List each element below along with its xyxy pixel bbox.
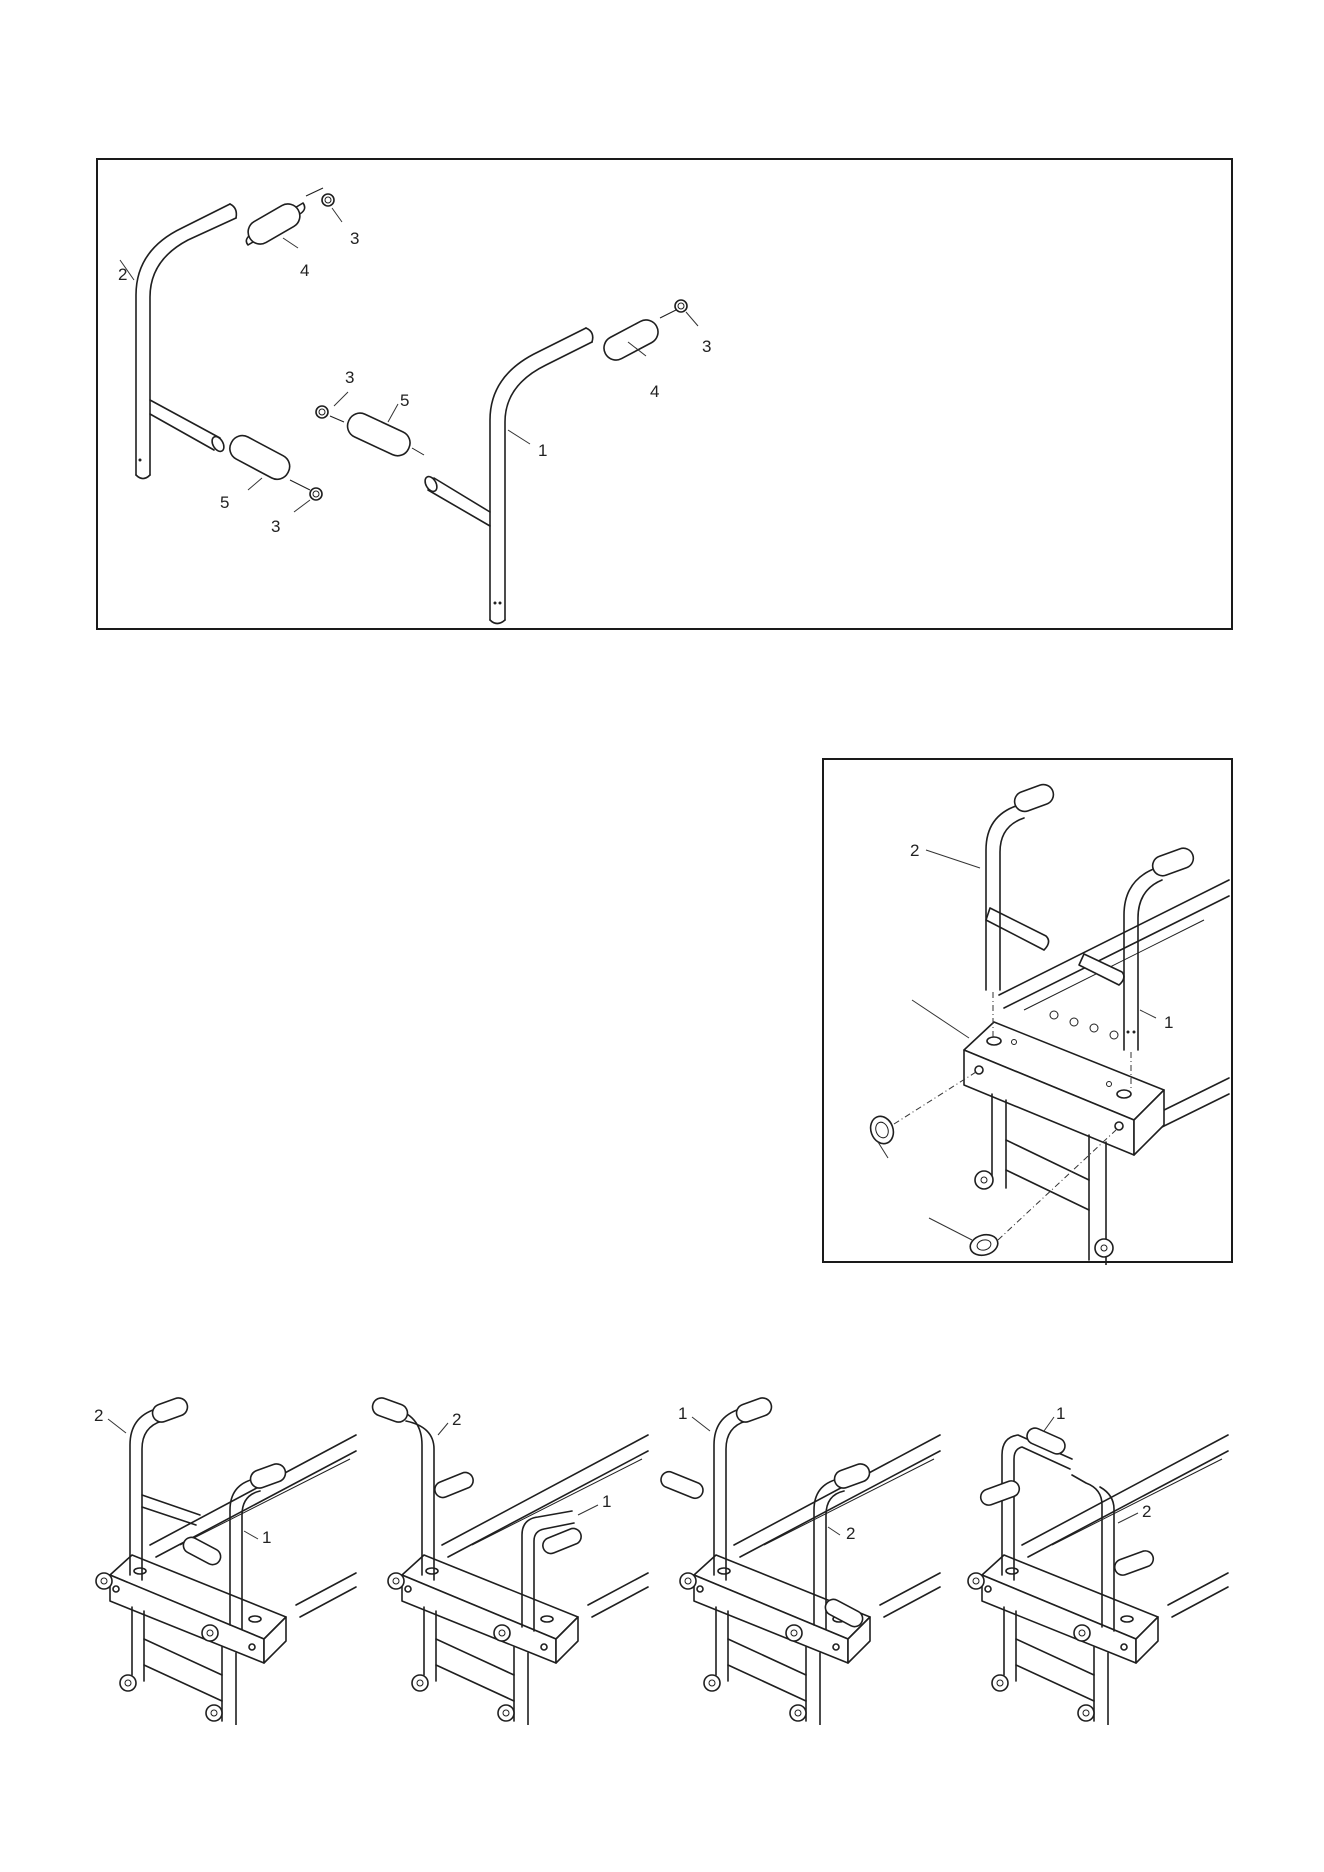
view4-label-top: 1 [1056, 1404, 1065, 1423]
handle-frame-1 [423, 328, 593, 624]
label-cap-3-left-low: 3 [271, 517, 280, 536]
config-view-2: 2 1 [370, 1395, 648, 1725]
label-grip-5-left: 5 [220, 493, 229, 512]
label-handle-1: 1 [1164, 1013, 1173, 1032]
view1-label-left: 2 [94, 1406, 103, 1425]
label-cap-3-left-top: 3 [350, 229, 359, 248]
configuration-drawing: 2 1 2 1 [90, 1395, 1240, 1725]
end-cap-3-left-top [322, 194, 334, 206]
cross-tube-2 [986, 908, 1049, 950]
installation-drawing: 2 1 [824, 760, 1235, 1265]
handle-frame-2 [136, 204, 236, 479]
view3-label-left: 1 [678, 1404, 687, 1423]
label-grip-4-left: 4 [300, 261, 309, 280]
grip-4-left [244, 188, 323, 248]
label-grip-4-right: 4 [650, 382, 659, 401]
label-frame-1: 1 [538, 441, 547, 460]
config-view-1: 2 1 [94, 1395, 356, 1725]
label-handle-2: 2 [910, 841, 919, 860]
grip-5-left [226, 431, 310, 490]
view2-label-left: 2 [452, 1410, 461, 1429]
view2-label-right: 1 [602, 1492, 611, 1511]
mounting-bracket [964, 1022, 1164, 1155]
label-grip-5-right: 5 [400, 391, 409, 410]
exploded-parts-panel: 2 4 3 5 3 3 5 1 4 3 [96, 158, 1233, 630]
end-cap-3-right-top [675, 300, 687, 312]
configuration-views: 2 1 2 1 [90, 1395, 1240, 1725]
view4-label-right: 2 [1142, 1502, 1151, 1521]
label-cap-3-right-low: 3 [345, 368, 354, 387]
knob-right [968, 1130, 1116, 1258]
view1-label-right: 1 [262, 1528, 271, 1547]
config-view-3: 1 2 [659, 1395, 940, 1725]
knob-left [867, 1072, 976, 1147]
grip-4-right [600, 310, 676, 364]
view3-label-right: 2 [846, 1524, 855, 1543]
exploded-parts-drawing: 2 4 3 5 3 3 5 1 4 3 [98, 160, 1235, 632]
label-cap-3-right-top: 3 [702, 337, 711, 356]
config-view-4: 1 2 [968, 1404, 1228, 1725]
end-cap-3-right-low [316, 406, 344, 422]
end-cap-3-left-low [310, 488, 322, 500]
grip-5-right [344, 409, 424, 460]
handle-1 [1124, 845, 1196, 1090]
label-frame-2: 2 [118, 265, 127, 284]
installation-panel: 2 1 [822, 758, 1233, 1263]
